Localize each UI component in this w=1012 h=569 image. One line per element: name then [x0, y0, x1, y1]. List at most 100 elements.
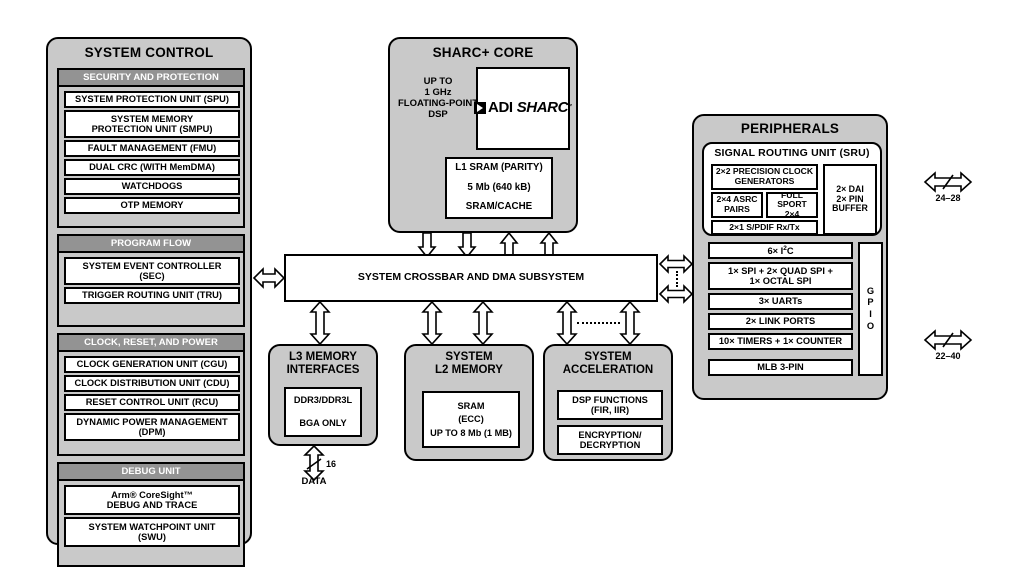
l3-memory-title: L3 MEMORY INTERFACES: [270, 351, 376, 377]
l3-title-line2: INTERFACES: [286, 364, 360, 377]
accel-enc-line2: DECRYPTION: [579, 440, 641, 450]
arrow-dai-external-bus: [923, 171, 973, 193]
l3-ddr-cell[interactable]: DDR3/DDR3L BGA ONLY: [284, 387, 362, 437]
cell-sec[interactable]: SYSTEM EVENT CONTROLLER (SEC): [64, 257, 240, 285]
cell-cdu[interactable]: CLOCK DISTRIBUTION UNIT (CDU): [64, 375, 240, 392]
group-debug-unit: DEBUG UNIT Arm® CoreSight™ DEBUG AND TRA…: [57, 462, 245, 567]
system-crossbar-block[interactable]: SYSTEM CROSSBAR AND DMA SUBSYSTEM: [284, 254, 658, 302]
l1-line2: 5 Mb (640 kB): [467, 181, 531, 193]
group-clock-reset-power: CLOCK, RESET, AND POWER CLOCK GENERATION…: [57, 333, 245, 456]
cell-rcu[interactable]: RESET CONTROL UNIT (RCU): [64, 394, 240, 411]
arrow-crossbar-to-l2-right: [472, 300, 494, 346]
peripheral-link-ports-cell[interactable]: 2× LINK PORTS: [708, 313, 853, 330]
arrow-core-to-crossbar-1: [417, 232, 437, 259]
peripheral-timers-cell[interactable]: 10× TIMERS + 1× COUNTER: [708, 333, 853, 350]
asrc-line2: PAIRS: [724, 204, 750, 214]
cell-spu[interactable]: SYSTEM PROTECTION UNIT (SPU): [64, 91, 240, 108]
group-header-security: SECURITY AND PROTECTION: [59, 70, 243, 87]
asrc-line1: 2×4 ASRC: [716, 194, 758, 205]
accel-encryption-cell[interactable]: ENCRYPTION/ DECRYPTION: [557, 425, 663, 455]
accel-dsp-line1: DSP FUNCTIONS: [572, 394, 648, 405]
l1-sram-box[interactable]: L1 SRAM (PARITY) 5 Mb (640 kB) SRAM/CACH…: [445, 157, 553, 219]
gpio-letter-o: O: [866, 320, 875, 331]
arrow-crossbar-to-accel-left: [556, 300, 578, 346]
spec-line1: UP TO: [423, 76, 453, 87]
sharc-product-text: SHARC: [516, 99, 569, 117]
cell-fmu[interactable]: FAULT MANAGEMENT (FMU): [64, 140, 240, 157]
arrow-core-to-crossbar-2: [457, 232, 477, 259]
accel-dsp-functions-cell[interactable]: DSP FUNCTIONS (FIR, IIR): [557, 390, 663, 420]
peripheral-mlb-cell[interactable]: MLB 3-PIN: [708, 359, 853, 376]
cell-swu-line2: (SWU): [138, 532, 166, 542]
arrow-crossbar-to-accel-right: [619, 300, 641, 346]
accel-title-line1: SYSTEM: [584, 351, 632, 363]
l3-title-line1: L3 MEMORY: [289, 351, 357, 363]
sharc-core-title: SHARC+ CORE: [432, 45, 534, 60]
spi-line2: 1× OCTAL SPI: [749, 276, 812, 286]
cell-coresight-line2: DEBUG AND TRACE: [106, 500, 198, 510]
cell-smpu[interactable]: SYSTEM MEMORY PROTECTION UNIT (SMPU): [64, 110, 240, 138]
adi-sharc-logo-box: ADI SHARC ′: [474, 67, 572, 150]
cell-tru[interactable]: TRIGGER ROUTING UNIT (TRU): [64, 287, 240, 304]
dotted-link-acceleration: [577, 322, 620, 324]
cell-sec-line2: (SEC): [139, 271, 165, 281]
l3-ddr-line2: BGA ONLY: [299, 418, 347, 429]
system-acceleration-panel: SYSTEM ACCELERATION DSP FUNCTIONS (FIR, …: [543, 344, 673, 461]
peripherals-panel: PERIPHERALS SIGNAL ROUTING UNIT (SRU) 2×…: [692, 114, 888, 400]
adi-triangle-icon: [474, 102, 487, 115]
sport-line1: FULL SPORT: [777, 189, 807, 210]
acceleration-title: SYSTEM ACCELERATION: [545, 351, 671, 377]
spi-line1: 1× SPI + 2× QUAD SPI +: [728, 265, 833, 276]
group-security-and-protection: SECURITY AND PROTECTION SYSTEM PROTECTIO…: [57, 68, 245, 228]
l2-memory-title: SYSTEM L2 MEMORY: [406, 351, 532, 377]
system-control-title: SYSTEM CONTROL: [84, 45, 214, 60]
sru-precision-clock-cell[interactable]: 2×2 PRECISION CLOCK GENERATORS: [711, 164, 818, 190]
l2-sram-cell[interactable]: SRAM (ECC) UP TO 8 Mb (1 MB): [422, 391, 520, 448]
peripheral-uarts-cell[interactable]: 3× UARTs: [708, 293, 853, 310]
sru-asrc-cell[interactable]: 2×4 ASRC PAIRS: [711, 192, 763, 218]
gpio-letter-i: I: [869, 309, 872, 319]
arrow-l3-data-bus: [303, 444, 325, 482]
l3-memory-panel: L3 MEMORY INTERFACES DDR3/DDR3L BGA ONLY: [268, 344, 378, 446]
dai-line3: BUFFER: [832, 203, 868, 214]
sru-dai-pin-buffer-cell[interactable]: 2× DAI 2× PIN BUFFER: [823, 164, 877, 235]
accel-title-line2: ACCELERATION: [562, 364, 654, 377]
cell-dual-crc[interactable]: DUAL CRC (WITH MemDMA): [64, 159, 240, 176]
pcg-line1: 2×2 PRECISION CLOCK: [715, 166, 814, 177]
gpio-letter-p: P: [867, 297, 874, 308]
group-header-clock-reset-power: CLOCK, RESET, AND POWER: [59, 335, 243, 352]
spec-line2: 1 GHz: [424, 86, 452, 98]
l2-title-line2: L2 MEMORY: [435, 364, 503, 377]
sru-sport-cell[interactable]: FULL SPORT 2×4: [766, 189, 818, 218]
sharc-core-spec: UP TO 1 GHz FLOATING-POINT DSP: [396, 76, 480, 121]
dai-bus-width-label: 24–28: [935, 193, 961, 203]
group-header-program-flow: PROGRAM FLOW: [59, 236, 243, 253]
peripheral-spi-cell[interactable]: 1× SPI + 2× QUAD SPI + 1× OCTAL SPI: [708, 262, 853, 290]
gpio-bus-width-label: 22–40: [935, 351, 961, 361]
l1-line3: SRAM/CACHE: [465, 200, 533, 212]
cell-sec-line1: SYSTEM EVENT CONTROLLER: [82, 260, 222, 271]
sru-subpanel: SIGNAL ROUTING UNIT (SRU) 2×2 PRECISION …: [702, 142, 882, 236]
spec-line4: DSP: [428, 108, 448, 120]
l1-line1: L1 SRAM (PARITY): [455, 162, 543, 174]
l2-sram-line1: SRAM: [457, 401, 485, 412]
gpio-letter-g: G: [866, 285, 875, 296]
trademark-mark: ′: [570, 103, 572, 113]
gpio-box[interactable]: G P I O: [858, 242, 883, 376]
cell-smpu-line2: PROTECTION UNIT (SMPU): [91, 124, 213, 134]
dai-line1: 2× DAI: [836, 183, 864, 194]
l2-sram-line3: UP TO 8 Mb (1 MB): [430, 427, 512, 438]
cell-otp-memory[interactable]: OTP MEMORY: [64, 197, 240, 214]
cell-cgu[interactable]: CLOCK GENERATION UNIT (CGU): [64, 356, 240, 373]
sru-spdif-cell[interactable]: 2×1 S/PDIF Rx/Tx: [711, 220, 818, 235]
cell-dpm[interactable]: DYNAMIC POWER MANAGEMENT (DPM): [64, 413, 240, 441]
cell-watchdogs[interactable]: WATCHDOGS: [64, 178, 240, 195]
cell-coresight[interactable]: Arm® CoreSight™ DEBUG AND TRACE: [64, 485, 240, 515]
cell-smpu-line1: SYSTEM MEMORY: [110, 113, 194, 124]
l2-sram-line2: (ECC): [458, 414, 484, 425]
peripheral-i2c-cell[interactable]: 6× I2C: [708, 242, 853, 259]
system-control-panel: SYSTEM CONTROL SECURITY AND PROTECTION S…: [46, 37, 252, 567]
i2c-label: 6× I2C: [767, 244, 794, 256]
cell-swu[interactable]: SYSTEM WATCHPOINT UNIT (SWU): [64, 517, 240, 547]
